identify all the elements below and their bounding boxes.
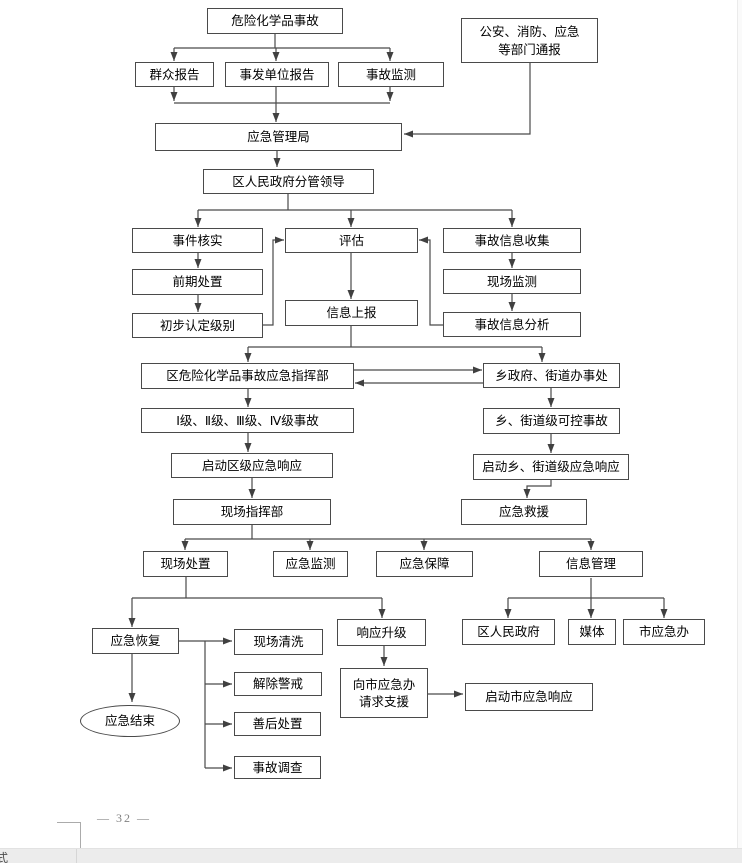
status-bar: 式 [0,848,742,863]
node-district-gov: 区人民政府 [462,619,555,645]
node-township-controllable: 乡、街道级可控事故 [483,408,620,434]
node-dept-notify: 公安、消防、应急 等部门通报 [461,18,598,63]
node-early-disposal: 前期处置 [132,269,263,295]
node-emergency-recovery: 应急恢复 [92,628,179,654]
node-event-verify: 事件核实 [132,228,263,253]
node-public-report: 群众报告 [135,62,214,87]
node-accident-monitoring: 事故监测 [338,62,444,87]
node-unit-report: 事发单位报告 [225,62,329,87]
flowchart-connectors [128,34,668,772]
page-number: — 32 — [97,811,151,825]
node-township-gov: 乡政府、街道办事处 [483,363,620,388]
node-accident-levels: Ⅰ级、Ⅱ级、Ⅲ级、Ⅳ级事故 [141,408,354,433]
node-emergency-bureau: 应急管理局 [155,123,402,151]
node-hazmat-accident: 危险化学品事故 [207,8,343,34]
node-district-hq: 区危险化学品事故应急指挥部 [141,363,354,389]
node-emergency-end: 应急结束 [80,705,180,737]
node-district-leader: 区人民政府分管领导 [203,169,374,194]
page-right-edge [737,0,738,848]
node-response-upgrade: 响应升级 [337,619,426,646]
node-request-city-support: 向市应急办 请求支援 [340,668,428,718]
status-bar-partial-label: 式 [0,849,8,863]
node-info-analysis: 事故信息分析 [443,312,581,337]
node-aftermath: 善后处置 [234,712,321,736]
node-info-management: 信息管理 [539,551,643,577]
node-site-monitoring: 现场监测 [443,269,581,294]
node-site-hq: 现场指挥部 [173,499,331,525]
node-site-disposal: 现场处置 [143,551,228,577]
node-level-determination: 初步认定级别 [132,313,263,338]
node-info-collection: 事故信息收集 [443,228,581,253]
status-bar-divider [76,849,77,863]
node-emergency-monitoring: 应急监测 [273,551,348,577]
node-assessment: 评估 [285,228,418,253]
node-media: 媒体 [568,619,616,645]
node-city-emergency-office: 市应急办 [623,619,705,645]
node-emergency-support: 应急保障 [376,551,473,577]
node-city-response: 启动市应急响应 [465,683,593,711]
node-township-response: 启动乡、街道级应急响应 [473,454,629,480]
node-lift-alert: 解除警戒 [234,672,322,696]
node-investigation: 事故调查 [234,756,321,779]
page-margin-strip [738,0,742,848]
node-emergency-rescue: 应急救援 [461,499,587,525]
text-frame-corner-mark [57,822,81,849]
node-district-response: 启动区级应急响应 [171,453,333,478]
node-info-reporting: 信息上报 [285,300,418,326]
node-site-cleaning: 现场清洗 [234,629,323,655]
